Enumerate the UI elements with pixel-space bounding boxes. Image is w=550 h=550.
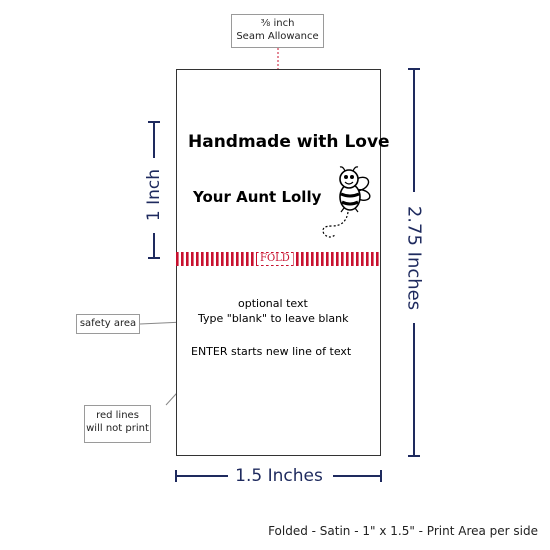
safety-area-text: safety area <box>79 318 137 329</box>
optional-text: optional text <box>238 297 308 310</box>
total-height-dimension-label: 2.75 Inches <box>403 205 425 311</box>
label-name: Your Aunt Lolly <box>193 188 322 206</box>
one-inch-dimension-label: 1 Inch <box>144 168 164 222</box>
product-caption: Folded - Satin - 1" x 1.5" - Print Area … <box>268 524 538 538</box>
width-dimension-label: 1.5 Inches <box>235 466 323 486</box>
bee-icon <box>322 166 371 238</box>
label-title: Handmade with Love <box>188 132 390 152</box>
blank-hint: Type "blank" to leave blank <box>198 312 349 325</box>
will-not-print-text: will not print <box>86 422 149 434</box>
enter-hint: ENTER starts new line of text <box>191 345 352 358</box>
red-lines-callout: red lines will not print <box>84 405 151 443</box>
red-lines-text: red lines <box>96 410 139 421</box>
seam-allowance-text: Seam Allowance <box>236 30 319 42</box>
seam-allowance-size: ⅜ inch <box>260 18 295 29</box>
fold-label: FOLD <box>257 253 293 265</box>
seam-allowance-callout: ⅜ inch Seam Allowance <box>231 14 324 48</box>
safety-area-callout: safety area <box>76 314 140 334</box>
